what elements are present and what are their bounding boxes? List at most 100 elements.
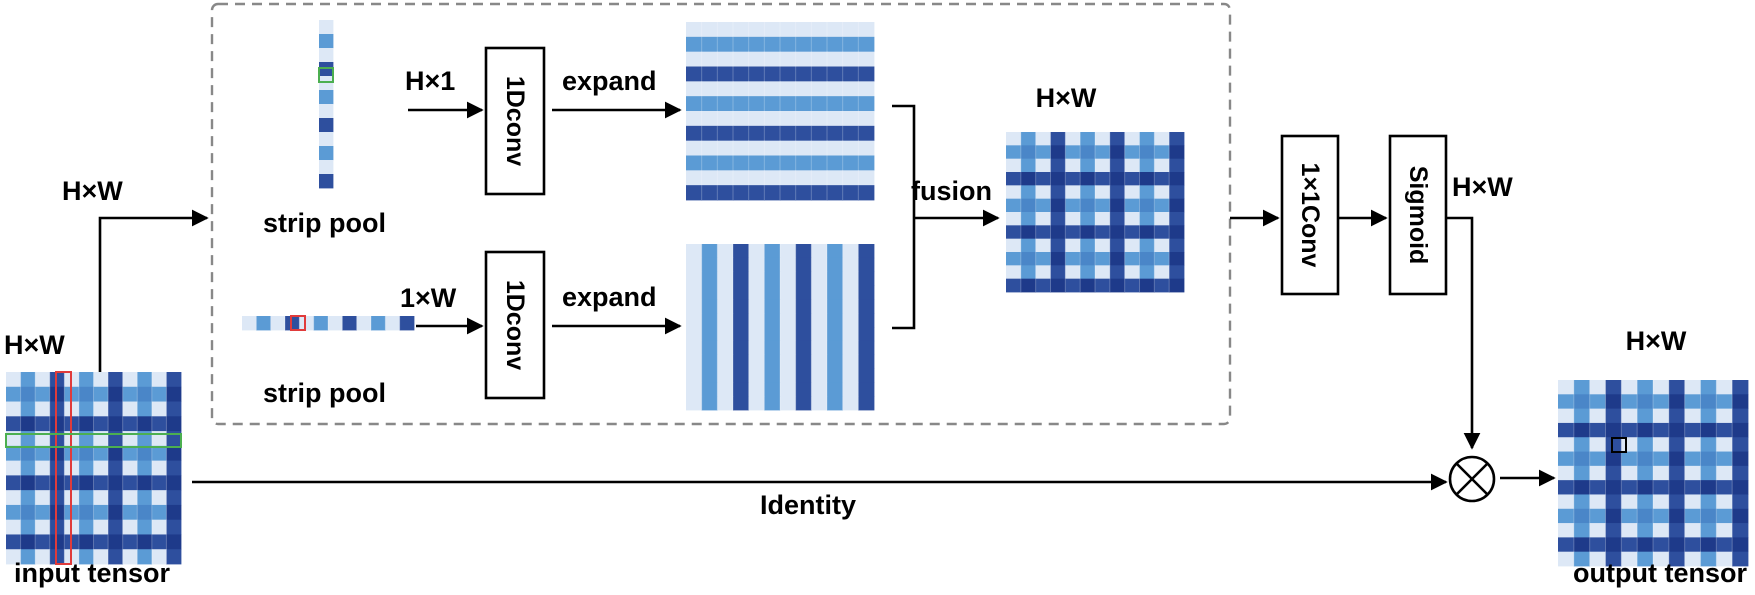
grid-cell	[1558, 465, 1575, 481]
grid-cell	[733, 271, 750, 286]
grid-cell	[717, 51, 734, 67]
grid-cell	[1006, 238, 1022, 253]
grid-cell	[1095, 158, 1111, 173]
grid-cell	[764, 313, 781, 328]
grid-cell	[842, 396, 859, 411]
grid-cell	[122, 490, 138, 506]
hxw-fused-label: H×W	[1036, 83, 1097, 113]
grid-cell	[1080, 172, 1096, 186]
grid-cell	[748, 155, 765, 171]
conv1d-top-box	[484, 46, 546, 196]
grid-cell	[733, 36, 750, 53]
grid-cell	[686, 313, 703, 328]
grid-cell	[717, 354, 734, 369]
grid-cell	[827, 327, 844, 342]
grid-cell	[93, 549, 109, 565]
grid-cell	[6, 475, 21, 491]
grid-cell	[1154, 132, 1170, 146]
grid-cell	[1154, 238, 1170, 253]
circle-times-icon	[1448, 455, 1496, 503]
grid-cell	[1154, 185, 1170, 200]
grid-cell	[1653, 523, 1670, 538]
grid-cell	[1080, 198, 1096, 213]
grid-cell	[1020, 212, 1037, 226]
grid-cell	[1684, 537, 1701, 553]
grid-cell	[1637, 508, 1654, 524]
grid-cell	[1154, 225, 1170, 240]
grid-cell	[93, 490, 109, 506]
grid-cell	[1124, 252, 1140, 266]
grid-cell	[733, 140, 750, 156]
grid-cell	[1589, 451, 1606, 467]
grid-cell	[1124, 265, 1140, 280]
grid-cell	[6, 504, 21, 521]
grid-cell	[319, 118, 334, 133]
grid-cell	[137, 549, 153, 565]
grid-cell	[1006, 225, 1022, 240]
grid-cell	[795, 354, 812, 369]
grid-cell	[1668, 394, 1686, 410]
hxw-sigmoid-label: H×W	[1452, 172, 1513, 202]
grid-cell	[166, 401, 182, 417]
grid-cell	[827, 22, 844, 38]
grid-cell	[1558, 537, 1575, 553]
grid-cell	[811, 81, 828, 97]
grid-cell	[93, 386, 109, 402]
grid-cell	[1573, 508, 1591, 524]
grid-cell	[780, 368, 797, 383]
grid-cell	[842, 185, 859, 201]
grid-cell	[748, 354, 765, 369]
grid-cell	[1653, 494, 1670, 510]
grid-cell	[1668, 437, 1686, 452]
grid-cell	[686, 66, 703, 82]
grid-cell	[717, 36, 734, 53]
grid-cell	[1109, 212, 1126, 226]
grid-cell	[1700, 380, 1717, 395]
grid-cell	[1006, 158, 1022, 173]
grid-cell	[733, 285, 750, 300]
grid-cell	[858, 285, 875, 300]
grid-cell	[795, 299, 812, 314]
strip-pool-bottom-label: strip pool	[263, 378, 386, 408]
grid-cell	[1653, 380, 1670, 395]
grid-cell	[764, 96, 781, 112]
grid-cell	[49, 490, 65, 506]
grid-cell	[1065, 172, 1081, 186]
grid-cell	[733, 22, 750, 38]
grid-cell	[166, 490, 182, 506]
grid-cell	[1605, 494, 1622, 510]
grid-cell	[701, 111, 718, 127]
grid-cell	[811, 170, 828, 186]
grid-cell	[686, 81, 703, 97]
grid-cell	[1573, 437, 1591, 452]
grid-cell	[780, 155, 797, 171]
grid-cell	[108, 490, 124, 506]
grid-cell	[1621, 523, 1638, 538]
grid-cell	[701, 299, 718, 314]
grid-cell	[1716, 523, 1733, 538]
grid-cell	[1154, 172, 1170, 186]
grid-cell	[717, 66, 734, 82]
grid-cell	[137, 445, 153, 462]
grid-cell	[1139, 225, 1155, 240]
grid-cell	[795, 170, 812, 186]
grid-cell	[811, 185, 828, 201]
grid-cell	[1716, 437, 1733, 452]
grid-cell	[93, 519, 109, 535]
grid-cell	[20, 445, 36, 462]
grid-cell	[151, 475, 167, 491]
grid-cell	[1020, 145, 1037, 160]
grid-cell	[1573, 422, 1591, 438]
grid-cell	[93, 475, 109, 491]
grid-cell	[795, 125, 812, 142]
grid-cell	[1589, 394, 1606, 410]
grid-cell	[811, 327, 828, 342]
grid-cell	[1109, 198, 1126, 213]
grid-cell	[1124, 198, 1140, 213]
sigmoid-to-multiply-arrow	[1446, 216, 1481, 450]
grid-cell	[6, 416, 21, 432]
grid-cell	[701, 96, 718, 112]
grid-cell	[1050, 145, 1066, 160]
grid-cell	[1050, 158, 1066, 173]
grid-cell	[35, 372, 51, 388]
